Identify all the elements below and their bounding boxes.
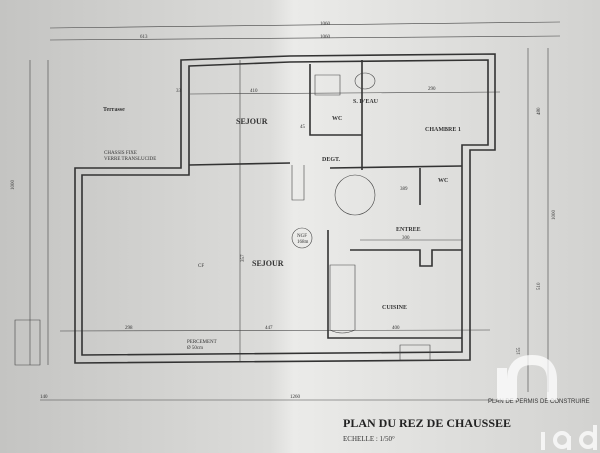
dim-510: 510 (537, 282, 542, 290)
dimension-lines (29, 21, 561, 401)
note-chassis: CHASSIS FIXE (104, 151, 137, 156)
dim-140: 140 (40, 395, 48, 400)
permit-label: PLAN DE PERMIS DE CONSTRUIRE (488, 399, 590, 405)
dim-33: 33 (176, 89, 182, 94)
dim-389: 389 (400, 187, 408, 192)
dim-400: 400 (392, 326, 400, 331)
room-chambre: CHAMBRE 1 (425, 127, 461, 133)
dim-45: 45 (300, 125, 306, 130)
room-sejour-main: SEJOUR (252, 259, 284, 268)
room-wc-right: WC (438, 178, 448, 184)
dim-top-inner: 1060 (320, 35, 331, 40)
note-ngf: NGF (297, 234, 307, 239)
plan-title: PLAN DU REZ DE CHAUSSEE (343, 416, 511, 430)
room-degt: DEGT. (322, 157, 341, 163)
dim-1260: 1260 (290, 395, 301, 400)
note-cf: CF (198, 264, 204, 269)
dim-top-left: 613 (140, 35, 148, 40)
ngf-marker (291, 227, 313, 249)
dim-410: 410 (250, 89, 258, 94)
dim-top-total: 1060 (320, 22, 331, 27)
plan-scale: ECHELLE : 1/50° (343, 435, 395, 443)
dim-155: 155 (517, 347, 522, 355)
note-percement: PERCEMENT (187, 340, 217, 345)
dim-1000-right: 1000 (552, 210, 557, 221)
note-percement-dia: Ø 50cm (187, 346, 203, 351)
dim-357: 357 (241, 254, 246, 262)
iad-logo (497, 354, 598, 450)
room-entree: ENTREE (396, 227, 421, 233)
room-salle-eau: S. D'EAU (353, 99, 379, 105)
dim-480: 480 (537, 107, 542, 115)
walls (14, 53, 496, 366)
room-terrasse: Terrasse (103, 107, 125, 113)
dim-298: 298 (125, 326, 133, 331)
dim-290: 290 (428, 87, 436, 92)
dim-300: 300 (402, 236, 410, 241)
dim-447: 447 (265, 326, 273, 331)
note-verre: VERRE TRANSLUCIDE (104, 157, 156, 162)
room-wc-top: WC (332, 116, 342, 122)
dim-left-total: 1000 (11, 180, 16, 191)
room-cuisine: CUISINE (382, 305, 407, 311)
room-sejour-top: SEJOUR (236, 117, 268, 126)
note-ngf-value: 168m (297, 240, 309, 245)
